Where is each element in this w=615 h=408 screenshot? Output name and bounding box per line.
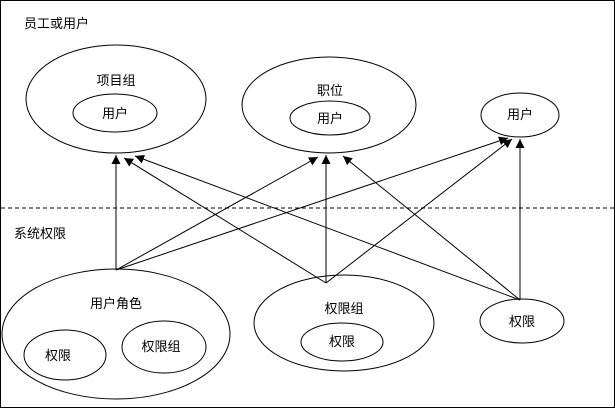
node-project-group-inner-label: 用户 [102, 106, 128, 122]
section-label-permissions: 系统权限 [14, 226, 66, 242]
node-user-role-inner-left [23, 329, 107, 381]
node-position: 职位 用户 [241, 56, 417, 154]
node-user-role-label: 用户角色 [90, 296, 142, 312]
section-label-employees: 员工或用户 [24, 16, 89, 32]
node-position-inner [289, 100, 371, 136]
node-user-role-inner-right [121, 320, 207, 374]
node-user-role: 用户角色 权限 权限组 [1, 268, 231, 400]
node-user-label: 用户 [507, 107, 533, 123]
node-permission: 权限 [479, 298, 565, 344]
node-user: 用户 [480, 92, 560, 138]
arrow-permgroup-to-projectgroup [123, 157, 327, 284]
node-user-role-inner-right-label: 权限组 [141, 339, 180, 355]
arrow-permission-to-projectgroup [134, 154, 521, 301]
arrow-permission-to-position [342, 155, 521, 301]
node-permission-group-inner-label: 权限 [329, 334, 355, 350]
node-project-group: 项目组 用户 [25, 44, 207, 154]
node-permission-group: 权限组 权限 [253, 274, 435, 372]
node-permission-label: 权限 [509, 314, 535, 330]
arrow-userrole-to-user [115, 136, 509, 271]
arrow-userrole-to-position [115, 156, 319, 271]
node-project-group-label: 项目组 [96, 74, 135, 89]
node-permission-group-inner [300, 322, 384, 362]
node-permission-group-label: 权限组 [324, 301, 363, 317]
node-user-role-inner-left-label: 权限 [45, 348, 71, 364]
node-position-label: 职位 [317, 84, 343, 99]
node-project-group-inner [72, 93, 158, 133]
node-position-inner-label: 用户 [317, 111, 343, 127]
arrow-permgroup-to-user [325, 138, 513, 284]
